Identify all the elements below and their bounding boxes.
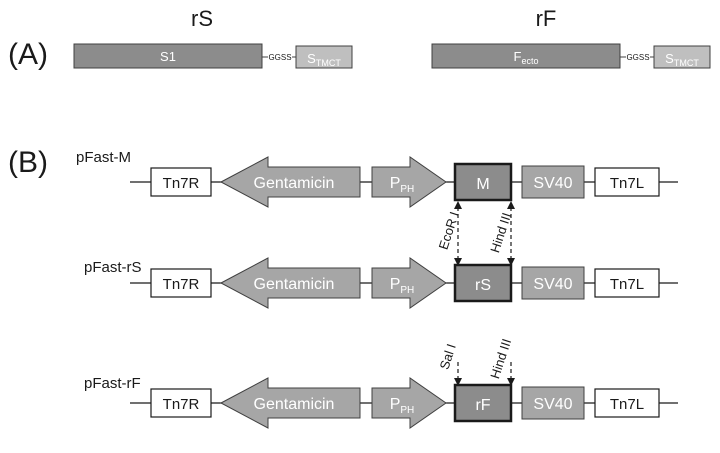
tn7l-box bbox=[594, 167, 660, 197]
rs-linker-label: GGSS bbox=[268, 53, 291, 62]
sv40-label: SV40 bbox=[533, 396, 572, 413]
hindiii-arrowhead-up bbox=[507, 201, 515, 209]
gentamicin-label: Gentamicin bbox=[254, 276, 335, 293]
rf-protein: rF Fecto GGSS STMCT bbox=[431, 6, 711, 69]
panel-a: (A) rS S1 GGSS STMCT rF Fecto GGSS STMCT bbox=[8, 6, 711, 71]
insert-box bbox=[453, 162, 513, 202]
construct-pfast-rf: pFast-rF Tn7R Gentamicin PPH rF SV40 Tn7… bbox=[84, 375, 678, 429]
rs-s1-label: S1 bbox=[160, 49, 176, 64]
promoter-arrow bbox=[371, 257, 447, 309]
rf-linker-label: GGSS bbox=[626, 53, 649, 62]
sv40-label: SV40 bbox=[533, 276, 572, 293]
rf-fecto-label: Fecto bbox=[514, 49, 539, 66]
rf-title: rF bbox=[536, 6, 557, 31]
promoter-label: PPH bbox=[390, 175, 415, 195]
tn7l-box bbox=[594, 268, 660, 298]
sali-arrowhead-down bbox=[454, 378, 462, 386]
tn7r-box bbox=[150, 388, 212, 418]
gentamicin-arrow bbox=[219, 257, 361, 309]
construct-name: pFast-M bbox=[76, 149, 131, 166]
gentamicin-label: Gentamicin bbox=[254, 396, 335, 413]
sv40-label: SV40 bbox=[533, 175, 572, 192]
rs-protein: rS S1 GGSS STMCT bbox=[73, 6, 353, 69]
tn7r-label: Tn7R bbox=[163, 396, 200, 413]
promoter-label: PPH bbox=[390, 276, 415, 296]
rs-tmct-label: STMCT bbox=[307, 51, 341, 68]
promoter-label: PPH bbox=[390, 396, 415, 416]
tn7l-label: Tn7L bbox=[610, 175, 644, 192]
gentamicin-label: Gentamicin bbox=[254, 175, 335, 192]
insert-box bbox=[453, 263, 513, 303]
rs-s1-domain bbox=[73, 43, 263, 69]
tn7r-box bbox=[150, 167, 212, 197]
promoter-arrow bbox=[371, 156, 447, 208]
panel-a-label: (A) bbox=[8, 38, 48, 71]
insert-box bbox=[453, 383, 513, 423]
construct-name: pFast-rS bbox=[84, 259, 142, 276]
restriction-sites-rf: Sal I Hind III bbox=[437, 337, 515, 386]
insert-label: rS bbox=[475, 277, 491, 294]
sv40-box bbox=[521, 165, 585, 199]
rf-fecto-domain bbox=[431, 43, 621, 69]
sali-site-label: Sal I bbox=[437, 342, 459, 371]
hindiii-rf-site-label: Hind III bbox=[487, 337, 514, 381]
rf-tmct-label: STMCT bbox=[665, 51, 699, 68]
promoter-arrow bbox=[371, 377, 447, 429]
tn7l-label: Tn7L bbox=[610, 396, 644, 413]
ecori-arrowhead-up bbox=[454, 201, 462, 209]
tn7r-label: Tn7R bbox=[163, 276, 200, 293]
rf-tmct-domain bbox=[653, 45, 711, 69]
construct-name: pFast-rF bbox=[84, 375, 141, 392]
ecori-arrowhead-down bbox=[454, 258, 462, 266]
rs-title: rS bbox=[191, 6, 213, 31]
sv40-box bbox=[521, 386, 585, 420]
panel-b: (B) pFast-M Tn7R Gentamicin PPH M SV40 T… bbox=[8, 146, 678, 429]
hindiii-arrowhead-down bbox=[507, 258, 515, 266]
restriction-sites-m-rs: EcoR I Hind III bbox=[436, 201, 515, 266]
tn7l-label: Tn7L bbox=[610, 276, 644, 293]
hindiii-rf-arrowhead-down bbox=[507, 378, 515, 386]
insert-label: rF bbox=[475, 397, 490, 414]
tn7r-box bbox=[150, 268, 212, 298]
panel-b-label: (B) bbox=[8, 146, 48, 179]
tn7l-box bbox=[594, 388, 660, 418]
construct-pfast-m: pFast-M Tn7R Gentamicin PPH M SV40 Tn7L bbox=[76, 149, 678, 208]
gentamicin-arrow bbox=[219, 156, 361, 208]
tn7r-label: Tn7R bbox=[163, 175, 200, 192]
sv40-box bbox=[521, 266, 585, 300]
construct-pfast-rs: pFast-rS Tn7R Gentamicin PPH rS SV40 Tn7… bbox=[84, 257, 678, 309]
hindiii-site-label: Hind III bbox=[487, 211, 514, 255]
rs-tmct-domain bbox=[295, 45, 353, 69]
insert-label: M bbox=[476, 176, 489, 193]
gentamicin-arrow bbox=[219, 377, 361, 429]
